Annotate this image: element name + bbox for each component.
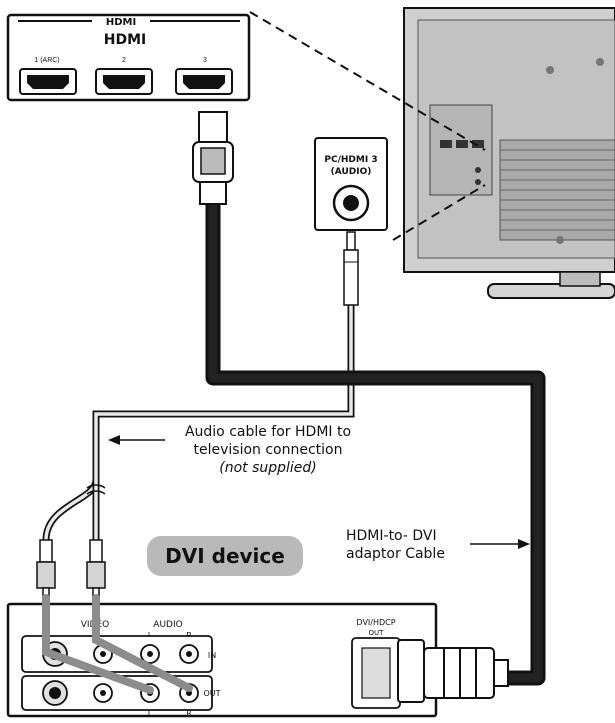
hdmi-port-1 <box>19 68 77 95</box>
rca-plug-right <box>86 539 106 599</box>
hdmi-plug <box>192 111 234 205</box>
dashed-leader-lines <box>249 11 486 241</box>
hdmi-dvi-callout-line-2: adaptor Cable <box>346 546 445 562</box>
rca-plug-left <box>36 539 56 599</box>
tv-rear <box>403 7 615 299</box>
hdmi-dvi-cable-callout: HDMI-to- DVI adaptor Cable <box>346 527 466 563</box>
audio-callout-line-2: television connection <box>193 442 343 458</box>
audio-callout-arrow <box>108 435 165 445</box>
hdmi-port-label-1: 1 (ARC) <box>34 57 59 64</box>
dvi-hdcp-label: DVI/HDCP <box>356 618 395 627</box>
hdmi-logo: HDMI <box>104 32 146 48</box>
video-out-jack <box>93 683 113 703</box>
hdmi-port-panel: HDMI HDMI 1 (ARC) 2 3 <box>6 13 251 102</box>
dvi-out-label: OUT <box>369 629 385 637</box>
dvi-connector-plug <box>397 639 509 703</box>
audio-r-label-bottom: R <box>186 709 192 718</box>
audio-jack-panel: PC/HDMI 3 (AUDIO) <box>314 137 388 231</box>
audio-jack-label-2: (AUDIO) <box>331 167 372 177</box>
audio-label: AUDIO <box>153 620 182 630</box>
hdmi-panel-header: HDMI <box>106 17 136 28</box>
hdmi-dvi-callout-arrow <box>470 539 530 549</box>
audio-callout-line-3: (not supplied) <box>219 460 317 476</box>
audio-mini-plug <box>343 231 359 306</box>
dvi-device-badge: DVI device <box>147 536 303 576</box>
audio-cable <box>42 305 355 541</box>
hdmi-port-3 <box>175 68 233 95</box>
audio-jack-label-1: PC/HDMI 3 <box>324 155 377 165</box>
hdmi-port-label-3: 3 <box>203 57 207 64</box>
audio-cable-callout: Audio cable for HDMI to television conne… <box>168 423 368 477</box>
hdmi-port-label-2: 2 <box>122 57 126 64</box>
audio-r-in-jack <box>179 644 199 664</box>
rca-insertion-paths <box>42 594 193 694</box>
audio-l-label-bottom: L <box>148 709 153 718</box>
hdmi-port-2 <box>95 68 153 95</box>
out-label: OUT <box>203 689 220 698</box>
hdmi-dvi-cable <box>205 203 546 686</box>
in-label: IN <box>208 651 216 660</box>
audio-callout-line-1: Audio cable for HDMI to <box>184 424 352 440</box>
hdmi-dvi-callout-line-1: HDMI-to- DVI <box>346 528 437 544</box>
audio-l-in-jack <box>140 644 160 664</box>
svideo-out-jack <box>42 680 68 706</box>
